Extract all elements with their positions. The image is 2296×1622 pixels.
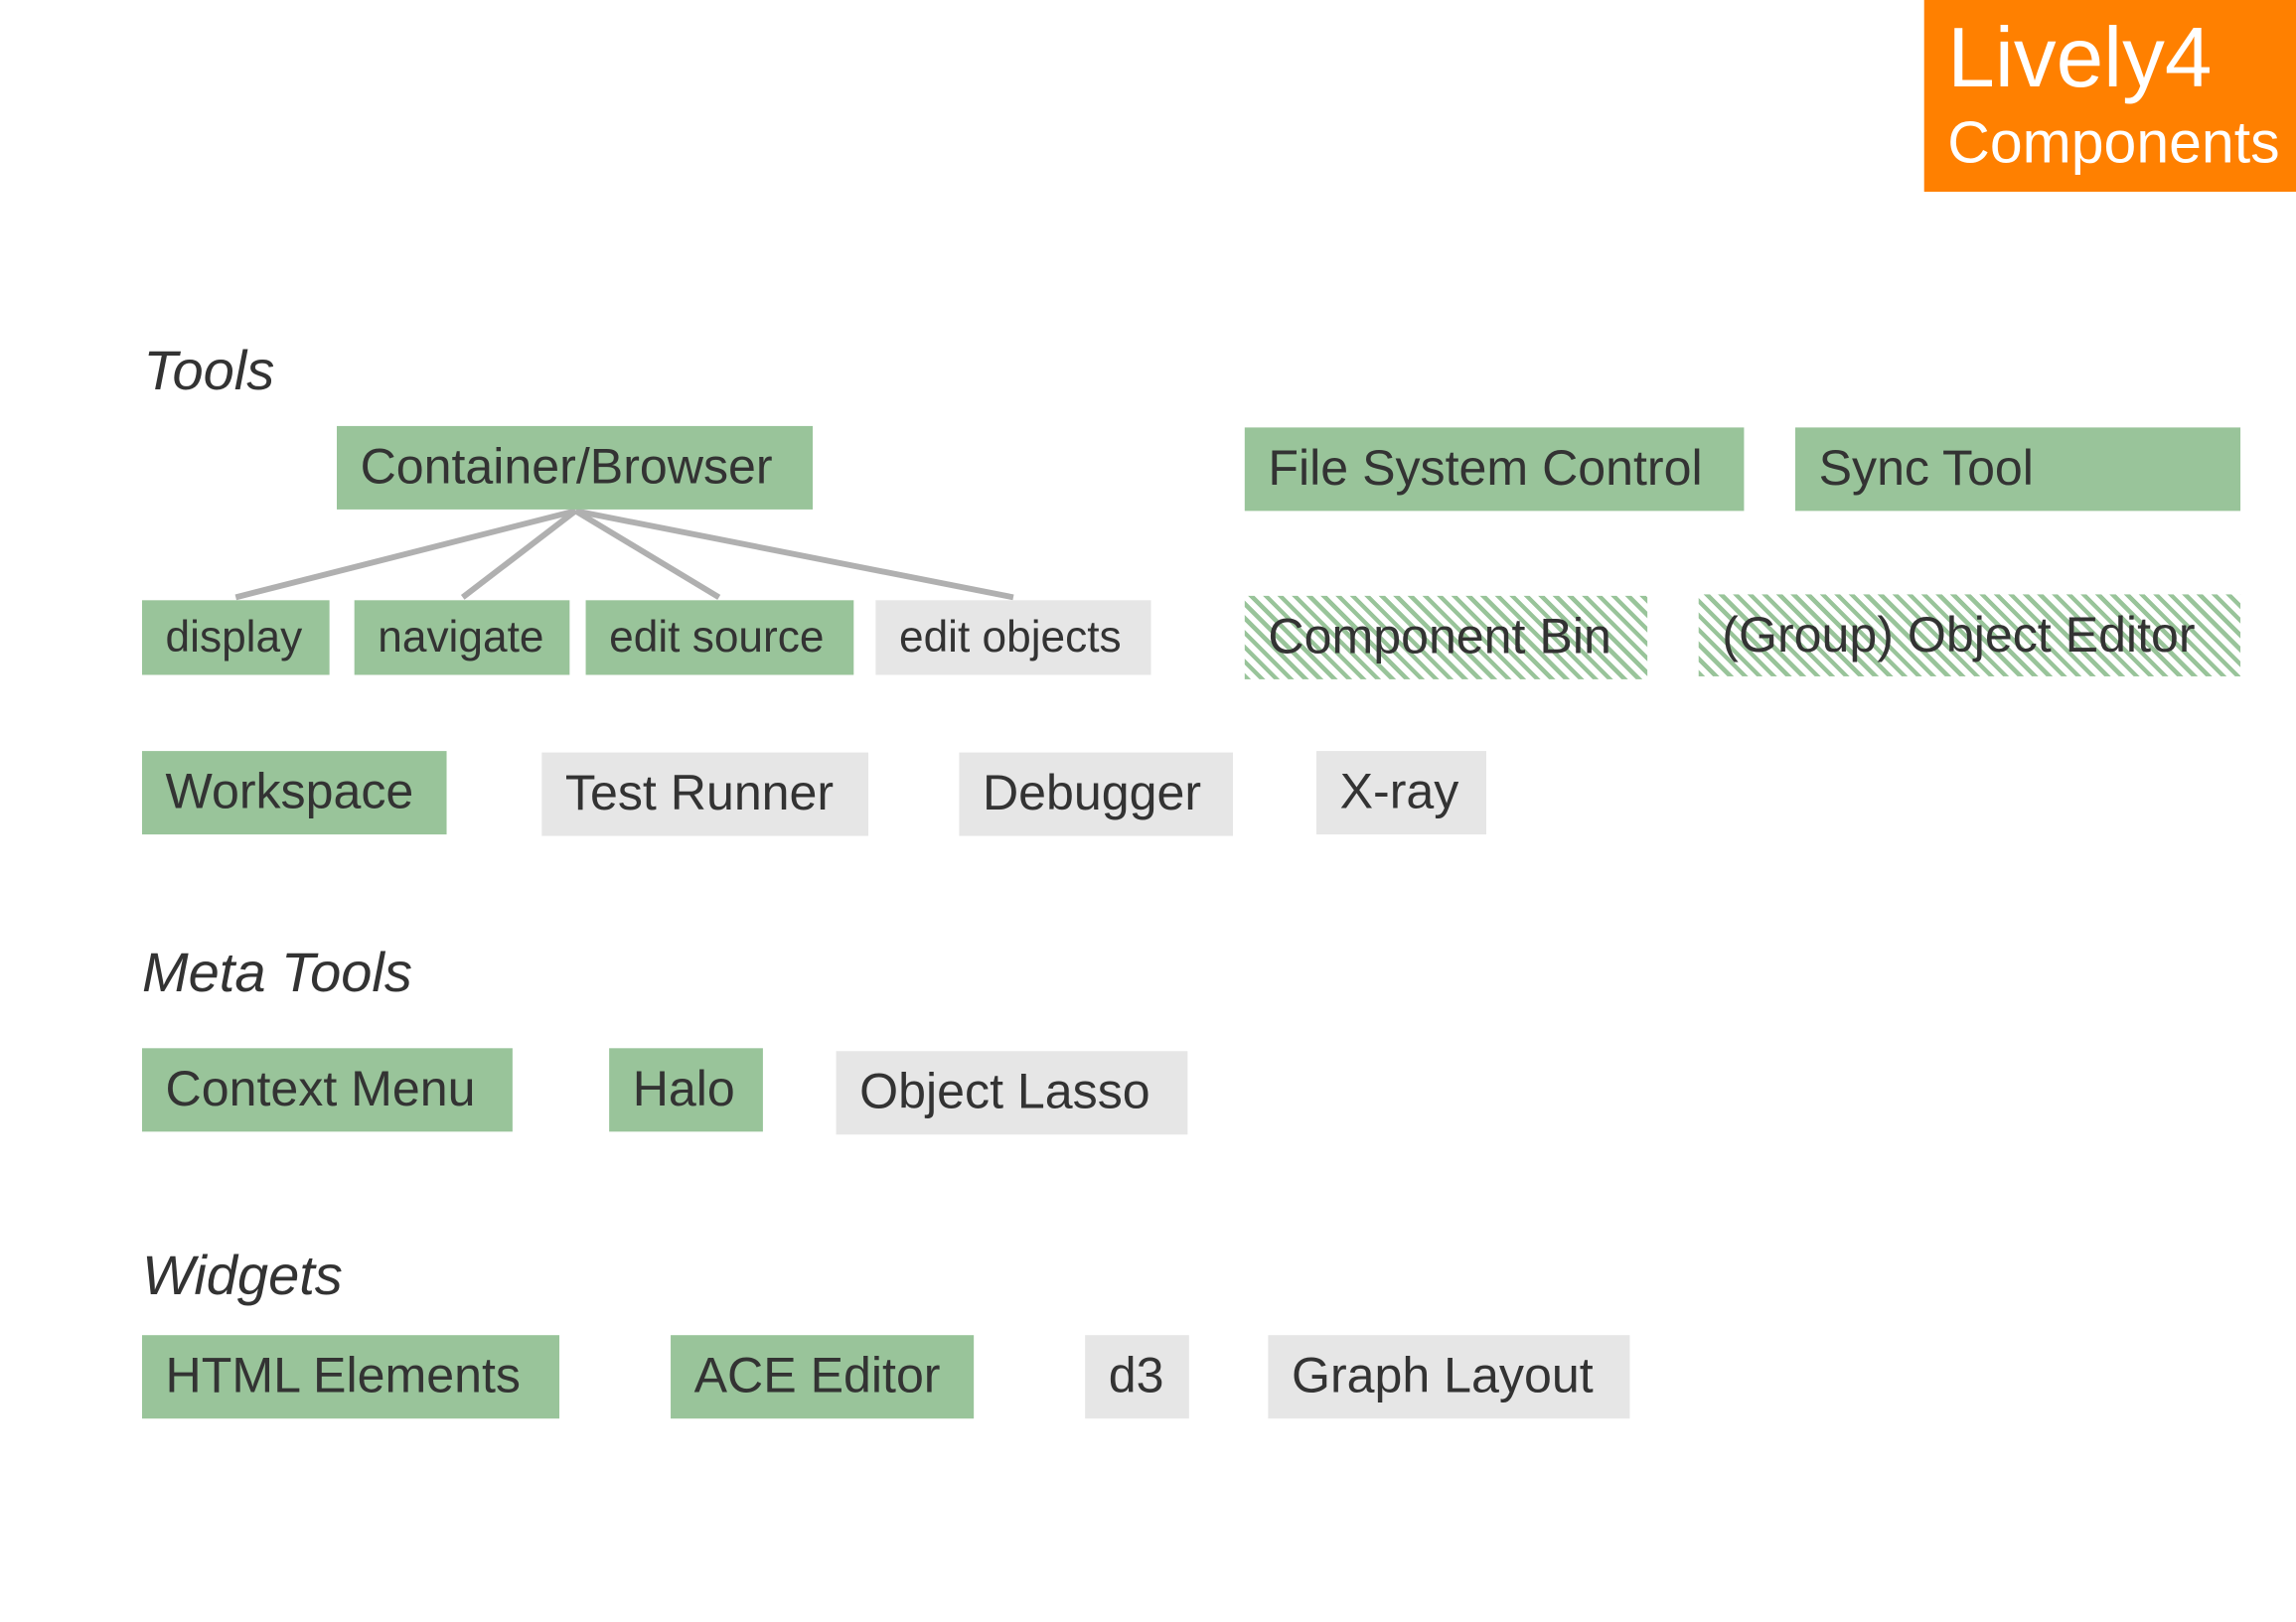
halo: Halo: [609, 1048, 763, 1132]
d3: d3: [1085, 1335, 1189, 1419]
xray: X-ray: [1316, 751, 1487, 835]
mode-navigate: navigate: [354, 600, 570, 675]
object-lasso: Object Lasso: [836, 1051, 1188, 1135]
logo-subtitle: Components: [1947, 111, 2280, 176]
sync-tool: Sync Tool: [1795, 427, 2241, 512]
workspace: Workspace: [141, 751, 447, 835]
graph-layout: Graph Layout: [1268, 1335, 1630, 1419]
context-menu: Context Menu: [141, 1048, 513, 1132]
mode-edit-source: edit source: [585, 600, 854, 675]
ace-editor: ACE Editor: [671, 1335, 975, 1419]
mode-display: display: [141, 600, 330, 675]
widgets-heading: Widgets: [141, 1246, 343, 1308]
container-browser: Container/Browser: [336, 425, 814, 510]
test-runner: Test Runner: [541, 752, 869, 836]
connector-edit-objects: [574, 508, 1014, 601]
component-bin: Component Bin: [1244, 595, 1648, 679]
logo-title: Lively4: [1947, 10, 2213, 106]
debugger: Debugger: [959, 752, 1234, 836]
connector-display: [234, 508, 576, 601]
object-editor: (Group) Object Editor: [1698, 594, 2241, 676]
file-system-control: File System Control: [1244, 427, 1745, 512]
meta-tools-heading: Meta Tools: [141, 943, 412, 1005]
tools-heading: Tools: [143, 341, 275, 403]
connector-navigate: [460, 509, 578, 600]
html-elements: HTML Elements: [141, 1335, 560, 1419]
connector-edit-source: [573, 508, 721, 600]
mode-edit-objects: edit objects: [875, 600, 1151, 675]
logo: Lively4 Components: [1923, 0, 2296, 193]
